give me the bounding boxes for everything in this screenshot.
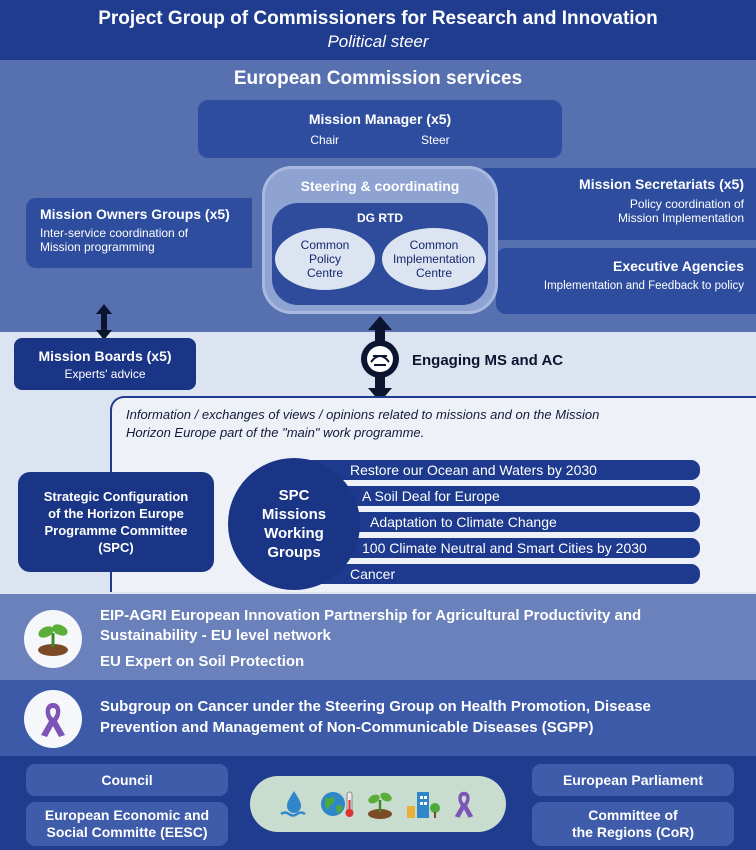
mission-boards-box: Mission Boards (x5) Experts' advice [14,338,196,390]
parliament-box: European Parliament [532,764,734,796]
mission-boards-desc: Experts' advice [64,366,146,381]
cancer-line2: Prevention and Management of Non-Communi… [100,719,594,736]
mission-bar-cancer: Cancer [296,564,700,584]
mission-icons-pill [250,776,506,832]
mission-label-climate: Adaptation to Climate Change [370,514,557,530]
top-band: Project Group of Commissioners for Resea… [0,0,756,60]
ribbon-small-icon [454,791,474,818]
eip-text: EIP-AGRI European Innovation Partnership… [100,606,750,672]
common-policy-centre: Common Policy Centre [275,228,375,290]
mission-owners-title: Mission Owners Groups (x5) [40,206,230,222]
cancer-text: Subgroup on Cancer under the Steering Gr… [100,696,750,738]
ribbon-icon [41,703,65,737]
steer-label: Steer [421,133,450,147]
common-implementation-centre: Common Implementation Centre [382,228,486,290]
mission-bar-soil: A Soil Deal for Europe [296,486,700,506]
cpc-line3: Centre [306,266,344,280]
mission-boards-title: Mission Boards (x5) [38,347,172,364]
mission-bar-ocean: Restore our Ocean and Waters by 2030 [296,460,700,480]
spc-circle: SPC Missions Working Groups [228,458,360,590]
globe-thermometer-icon [321,791,354,817]
info-line1: Information / exchanges of views / opini… [126,407,600,422]
chair-label: Chair [310,133,339,147]
mission-secretariats-title: Mission Secretariats (x5) [579,176,744,192]
mission-manager-title: Mission Manager (x5) [308,111,452,127]
cpc-line1: Common [300,238,350,252]
city-icon [407,792,440,818]
dg-rtd-label: DG RTD [357,211,403,225]
double-arrow-icon [96,304,112,340]
plant-soil-icon [38,624,68,656]
ec-services-title: European Commission services [233,68,523,89]
mission-manager-box: Mission Manager (x5) Chair Steer [198,100,562,158]
info-line2: Horizon Europe part of the "main" work p… [126,425,425,440]
mission-label-ocean: Restore our Ocean and Waters by 2030 [350,462,597,478]
spc-circle-line2: Missions [261,506,327,523]
engaging-arrow-icon [361,316,399,402]
steering-title: Steering & coordinating [300,178,460,194]
executive-agencies-desc: Implementation and Feedback to policy [543,280,744,292]
mission-label-cities: 100 Climate Neutral and Smart Cities by … [362,540,647,556]
mission-bar-climate: Adaptation to Climate Change [296,512,700,532]
mission-owners-box: Mission Owners Groups (x5) Inter-service… [26,198,252,268]
engaging-label: Engaging MS and AC [412,352,564,369]
council-label: Council [101,772,153,788]
spc-circle-line4: Groups [267,544,321,561]
info-text: Information / exchanges of views / opini… [126,406,746,442]
cor-line1: Committee of [588,807,678,823]
cancer-icon-circle [24,690,82,748]
eesc-line2: Social Committe (EESC) [46,824,208,840]
executive-agencies-box: Executive Agencies Implementation and Fe… [496,248,756,314]
spc-line2: of the Horizon Europe [48,506,184,521]
executive-agencies-title: Executive Agencies [613,258,744,274]
spc-line1: Strategic Configuration [43,489,189,504]
mission-bar-cities: 100 Climate Neutral and Smart Cities by … [296,538,700,558]
water-icon [280,791,306,817]
mission-secretariats-desc2: Mission Implementation [617,211,744,225]
top-title: Project Group of Commissioners for Resea… [98,8,658,29]
eip-line1: EIP-AGRI European Innovation Partnership… [100,607,642,624]
eip-icon-circle [24,610,82,668]
mission-secretariats-box: Mission Secretariats (x5) Policy coordin… [476,168,756,240]
eip-line3: EU Expert on Soil Protection [100,653,305,670]
spc-line3: Programme Committee [44,523,188,538]
plant-soil-small-icon [368,792,392,819]
eesc-line1: European Economic and [44,807,210,823]
cor-line2: the Regions (CoR) [571,824,695,840]
cor-box: Committee of the Regions (CoR) [532,802,734,846]
cancer-line1: Subgroup on Cancer under the Steering Gr… [100,698,651,715]
mission-label-cancer: Cancer [350,566,396,582]
spc-line4: (SPC) [98,540,134,555]
spc-circle-line3: Working [264,525,324,542]
cancer-band [0,680,756,756]
mission-owners-desc2: Mission programming [40,240,155,254]
mission-label-soil: A Soil Deal for Europe [362,488,500,504]
mission-secretariats-desc1: Policy coordination of [629,197,744,211]
cpc-line2: Policy [308,252,341,266]
parliament-label: European Parliament [562,772,704,788]
cic-line1: Common [409,238,459,252]
eesc-box: European Economic and Social Committe (E… [26,802,228,846]
spc-circle-line1: SPC [278,487,310,504]
cic-line3: Centre [415,266,453,280]
council-box: Council [26,764,228,796]
eip-band [0,594,756,680]
eip-line2: Sustainability - EU level network [100,627,331,644]
cic-line2: Implementation [392,252,476,266]
mission-owners-desc1: Inter-service coordination of [40,226,189,240]
spc-box: Strategic Configuration of the Horizon E… [18,472,214,572]
top-subtitle: Political steer [327,32,429,51]
